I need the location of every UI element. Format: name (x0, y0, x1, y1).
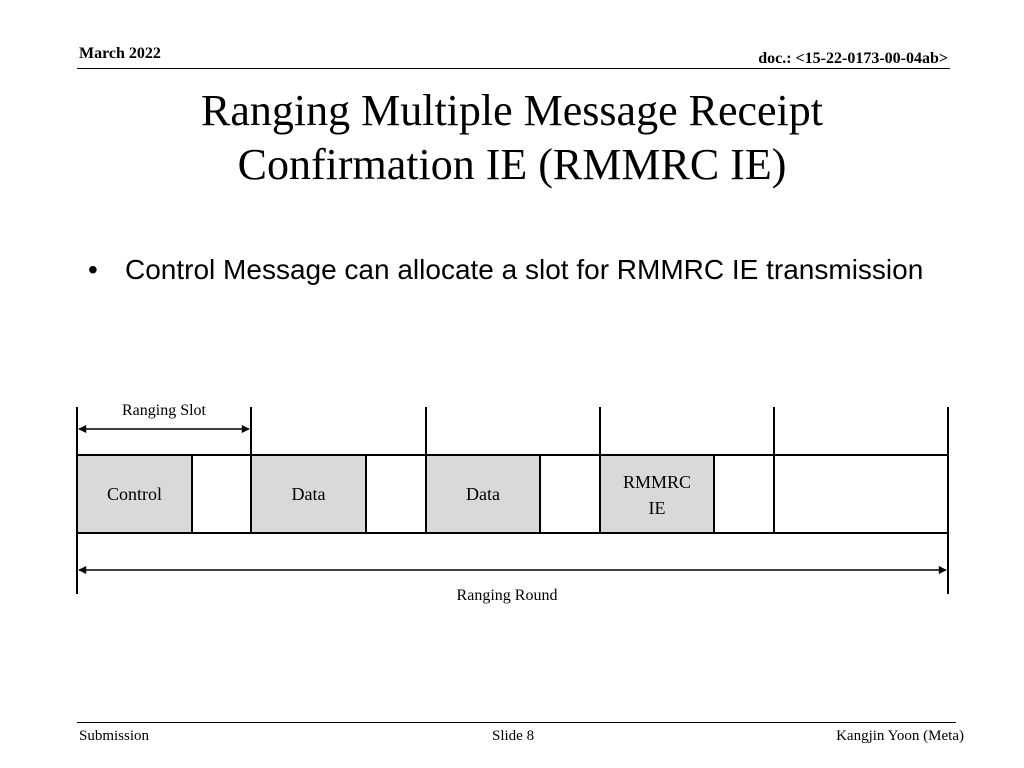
slide-title-line-2: Confirmation IE (RMMRC IE) (237, 140, 787, 189)
ranging-round-label: Ranging Round (457, 587, 558, 604)
slot-block-label: Data (466, 484, 500, 504)
header-doc-id: doc.: <15-22-0173-00-04ab> (758, 50, 948, 67)
slide-title-line-1: Ranging Multiple Message Receipt (201, 86, 823, 135)
ranging-slot-label: Ranging Slot (122, 402, 207, 419)
slot-block-row: Control Data Data RMMRC IE (76, 454, 949, 534)
bullet-marker: • (88, 254, 98, 285)
slot-block-control (76, 454, 193, 534)
slot-block-label: IE (649, 498, 666, 518)
slot-block-empty (773, 454, 949, 534)
slot-block-label: Control (107, 484, 162, 504)
slot-block-label: Data (292, 484, 326, 504)
slot-block-data (250, 454, 367, 534)
footer-slide-number: Slide 8 (492, 728, 535, 744)
bullet-text: Control Message can allocate a slot for … (125, 254, 924, 285)
slot-block-label: RMMRC (623, 472, 691, 492)
footer-submission: Submission (79, 728, 150, 744)
header-date: March 2022 (79, 45, 161, 62)
footer-rule (77, 722, 956, 723)
slot-block-empty (365, 454, 427, 534)
slot-block-data (425, 454, 541, 534)
slide-title: Ranging Multiple Message Receipt Confirm… (0, 84, 1024, 192)
slot-block-rmmrc (599, 454, 715, 534)
slot-block-empty (191, 454, 252, 534)
slot-block-empty (713, 454, 775, 534)
header-rule (77, 68, 950, 69)
footer-author: Kangjin Yoon (Meta) (836, 728, 964, 744)
slot-block-empty (539, 454, 601, 534)
